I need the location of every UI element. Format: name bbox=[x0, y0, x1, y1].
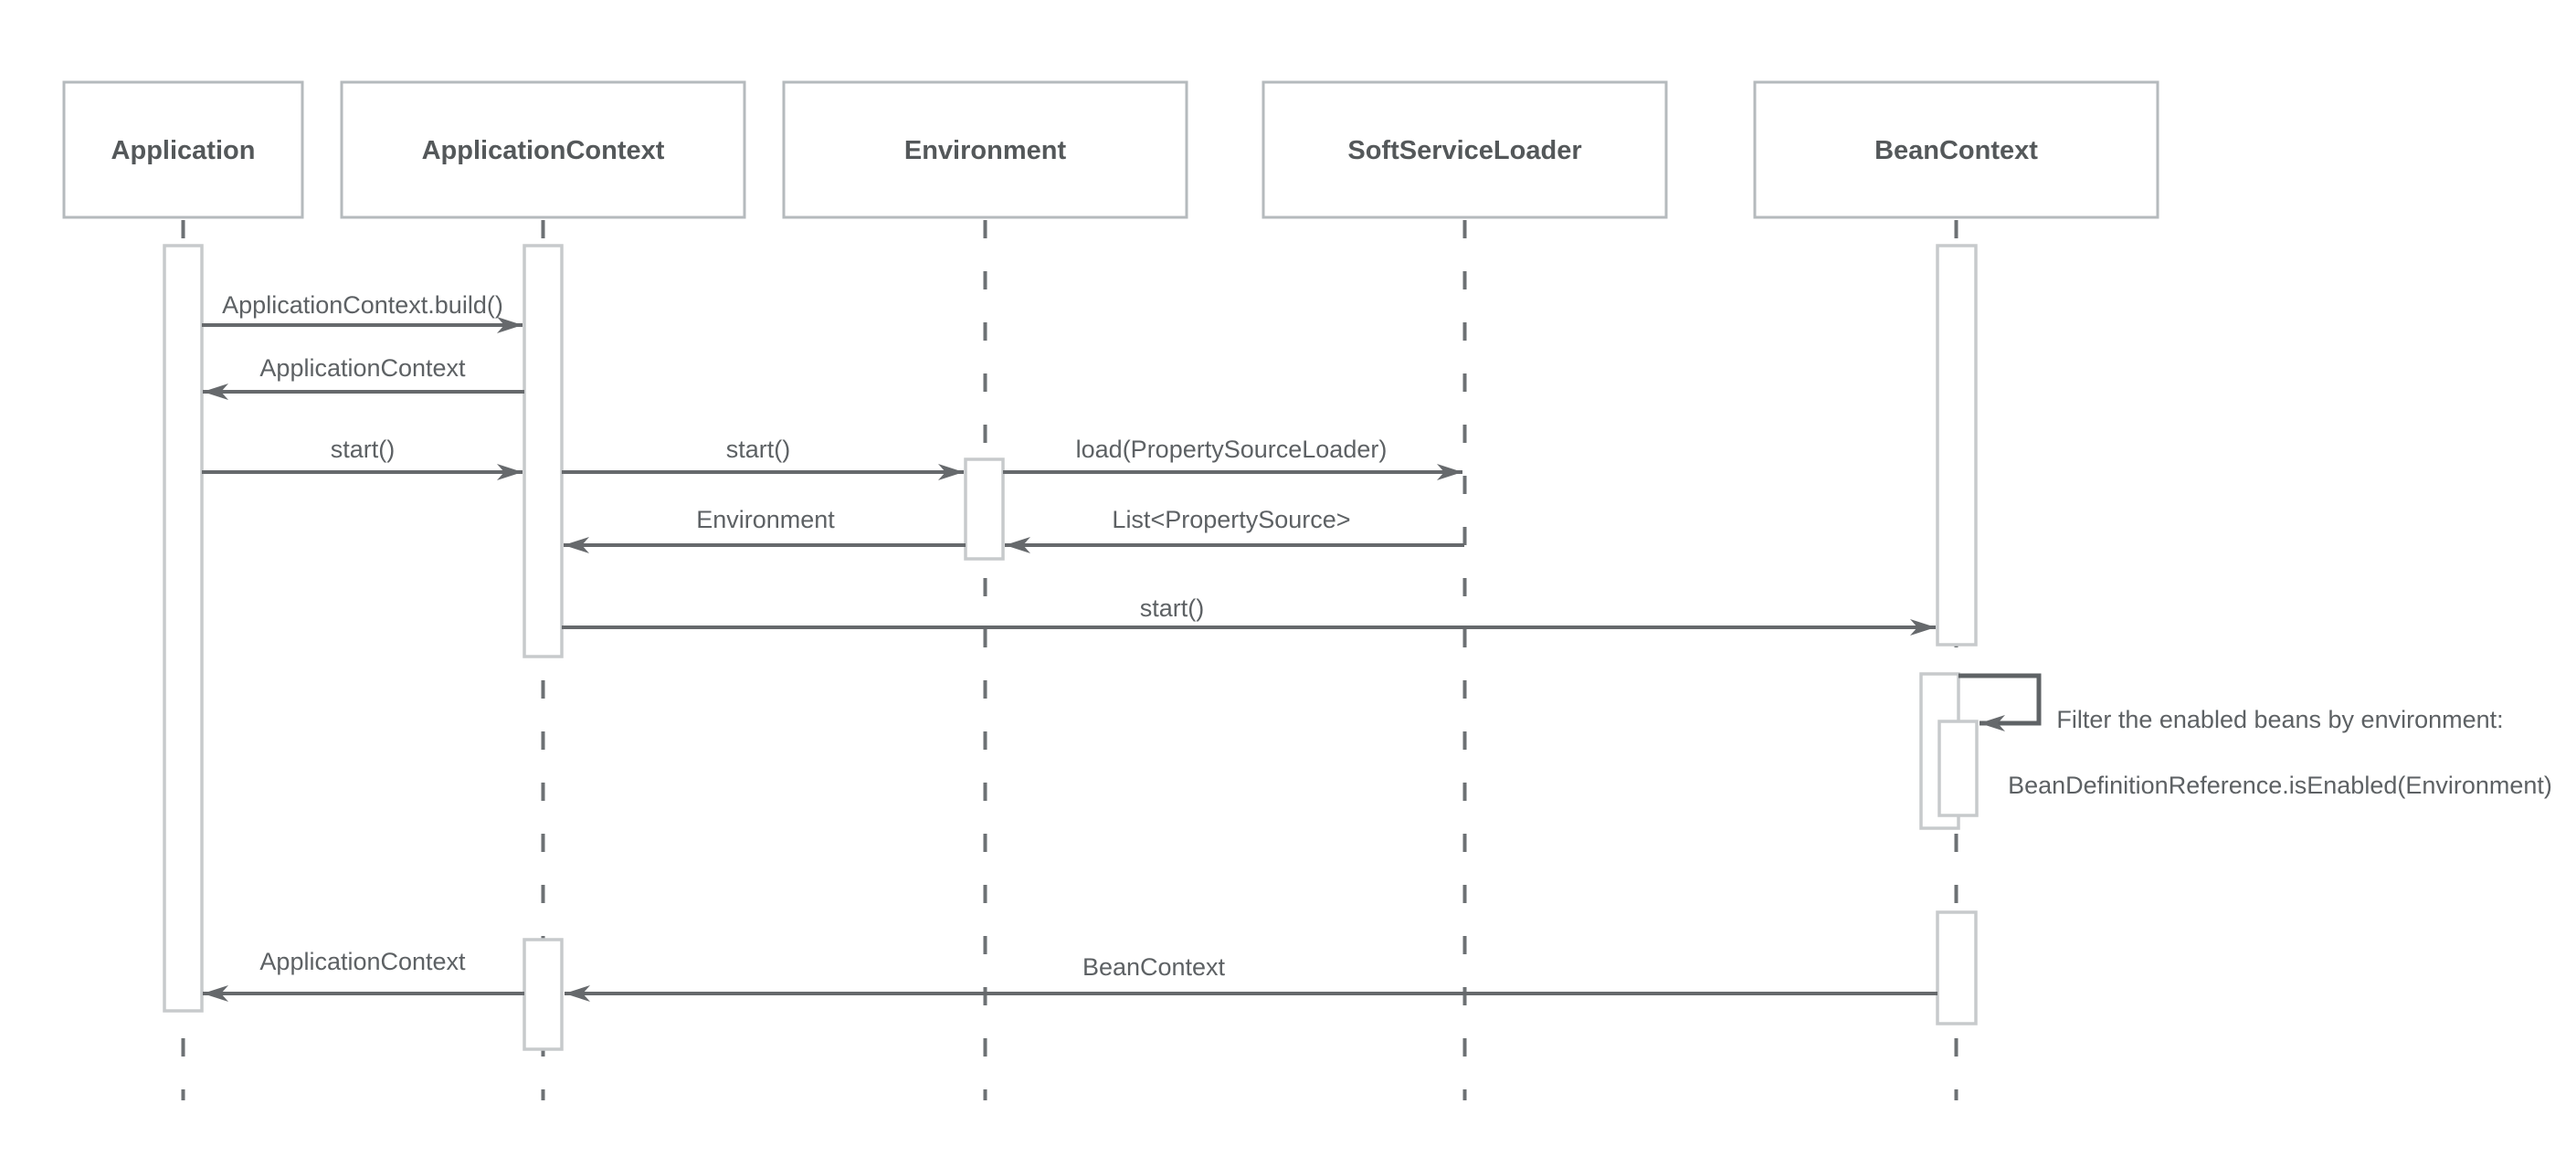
actor-application: Application bbox=[62, 80, 304, 219]
actor-headers: Application ApplicationContext Environme… bbox=[62, 80, 2159, 219]
self-message-label-line1: Filter the enabled beans by environment: bbox=[2056, 706, 2503, 733]
message-label: start() bbox=[726, 436, 791, 463]
message-start-bean-context: start() bbox=[562, 594, 1936, 636]
message-return-application-context: ApplicationContext bbox=[203, 354, 524, 400]
actor-label: Environment bbox=[904, 136, 1067, 165]
message-label: load(PropertySourceLoader) bbox=[1076, 436, 1388, 463]
message-label: ApplicationContext bbox=[259, 354, 466, 382]
actor-application-context: ApplicationContext bbox=[340, 80, 746, 219]
message-return-environment: Environment bbox=[564, 506, 966, 553]
actor-box bbox=[62, 80, 304, 219]
activation-bar-bean-context-main bbox=[1936, 244, 1978, 647]
message-return-application-context-final: ApplicationContext bbox=[203, 948, 524, 1002]
actor-label: ApplicationContext bbox=[422, 136, 665, 165]
activation-bar-application bbox=[163, 244, 204, 1013]
message-return-list-property-source: List<PropertySource> bbox=[1005, 506, 1464, 553]
message-build: ApplicationContext.build() bbox=[202, 291, 523, 333]
message-label: ApplicationContext bbox=[259, 948, 466, 975]
message-start-application-context: start() bbox=[202, 436, 523, 480]
message-start-environment: start() bbox=[562, 436, 964, 480]
actor-box bbox=[340, 80, 746, 219]
message-load-property-source-loader: load(PropertySourceLoader) bbox=[1003, 436, 1462, 480]
actor-label: BeanContext bbox=[1874, 136, 2038, 165]
activation-bar-application-context-return bbox=[523, 938, 564, 1051]
actor-label: Application bbox=[111, 136, 256, 165]
actor-bean-context: BeanContext bbox=[1753, 80, 2159, 219]
self-message-label-line2: BeanDefinitionReference.isEnabled(Enviro… bbox=[2008, 772, 2552, 799]
activation-bar-environment bbox=[964, 457, 1005, 561]
actor-environment: Environment bbox=[782, 80, 1188, 219]
message-label: Environment bbox=[696, 506, 835, 533]
actor-label: SoftServiceLoader bbox=[1347, 136, 1581, 165]
message-label: start() bbox=[331, 436, 396, 463]
message-label: start() bbox=[1140, 594, 1205, 622]
actor-soft-service-loader: SoftServiceLoader bbox=[1262, 80, 1668, 219]
message-label: ApplicationContext.build() bbox=[222, 291, 503, 319]
actor-box bbox=[782, 80, 1188, 219]
messages: ApplicationContext.build() ApplicationCo… bbox=[202, 291, 2552, 1002]
activation-bar-bean-context-nested bbox=[1937, 720, 1979, 817]
self-loop-arrow bbox=[1958, 673, 2042, 731]
activation-bar-bean-context-return bbox=[1936, 910, 1978, 1025]
activation-bars bbox=[163, 244, 1979, 1051]
message-label: List<PropertySource> bbox=[1112, 506, 1350, 533]
message-return-bean-context: BeanContext bbox=[565, 953, 1937, 1002]
message-label: BeanContext bbox=[1082, 953, 1226, 981]
actor-box bbox=[1262, 80, 1668, 219]
message-self-filter-beans: Filter the enabled beans by environment:… bbox=[1958, 673, 2552, 799]
activation-bar-application-context bbox=[523, 244, 564, 658]
actor-box bbox=[1753, 80, 2159, 219]
